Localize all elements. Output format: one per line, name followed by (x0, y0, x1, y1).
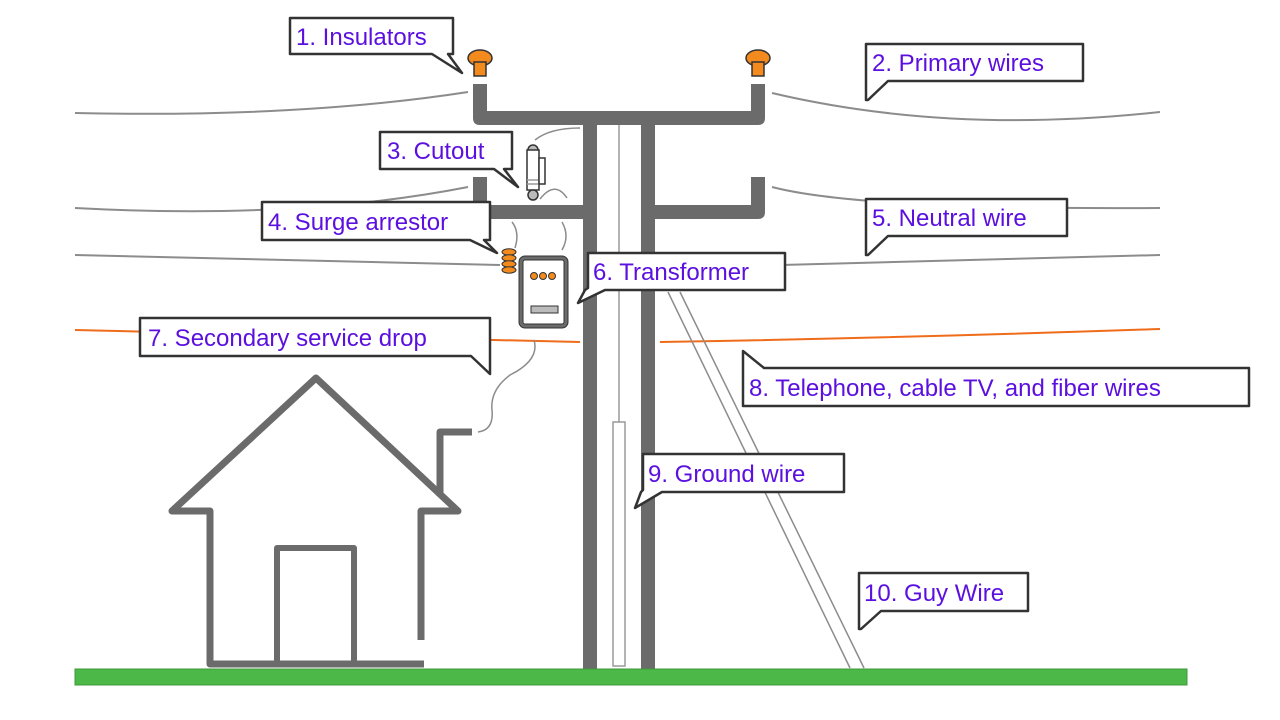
ground-rod (612, 421, 626, 667)
insulator-icon (745, 49, 771, 77)
surge-arrestor-icon (501, 221, 518, 274)
label-secondary-service-drop: 7. Secondary service drop (148, 325, 427, 352)
callout-neutral-wire: 5. Neutral wire (864, 197, 1069, 257)
callout-cutout: 3. Cutout (378, 130, 520, 189)
callout-guy-wire: 10. Guy Wire (857, 571, 1030, 631)
pole-right-rail (641, 118, 655, 670)
house-outline (168, 374, 462, 668)
pole-left-rail (583, 118, 597, 670)
callout-transformer: 6. Transformer (576, 251, 787, 305)
label-guy-wire: 10. Guy Wire (864, 580, 1004, 607)
label-neutral-wire: 5. Neutral wire (872, 205, 1027, 232)
top-crossarm (473, 84, 765, 125)
insulators (467, 49, 771, 77)
callout-secondary-service-drop: 7. Secondary service drop (138, 316, 492, 376)
lower-wire-left (74, 254, 501, 266)
label-telephone-cable-fiber: 8. Telephone, cable TV, and fiber wires (749, 375, 1161, 402)
callout-surge-arrestor: 4. Surge arrestor (260, 200, 499, 255)
label-insulators: 1. Insulators (296, 24, 427, 51)
callout-telephone-cable-fiber: 8. Telephone, cable TV, and fiber wires (741, 349, 1251, 408)
insulator-icon (467, 49, 493, 77)
label-primary-wires: 2. Primary wires (872, 50, 1044, 77)
primary-wire-left (74, 91, 469, 115)
callout-insulators: 1. Insulators (288, 16, 464, 75)
label-surge-arrestor: 4. Surge arrestor (268, 209, 448, 236)
neutral-crossarm-left (473, 177, 597, 219)
primary-wire-right (771, 92, 1161, 122)
label-cutout: 3. Cutout (387, 138, 485, 165)
house-icon (168, 374, 472, 668)
house-chimney (436, 428, 472, 496)
label-transformer: 6. Transformer (593, 259, 749, 286)
transformer-icon (518, 221, 569, 329)
callout-ground-wire: 9. Ground wire (633, 452, 846, 510)
secondary-wire-right (659, 328, 1161, 343)
house-door (274, 545, 357, 667)
label-ground-wire: 9. Ground wire (648, 461, 805, 488)
service-drop-wire (477, 339, 536, 433)
callout-primary-wires: 2. Primary wires (864, 42, 1085, 102)
ground-strip (74, 668, 1188, 686)
neutral-crossarm-right (641, 177, 765, 219)
cutout-icon (526, 127, 581, 201)
